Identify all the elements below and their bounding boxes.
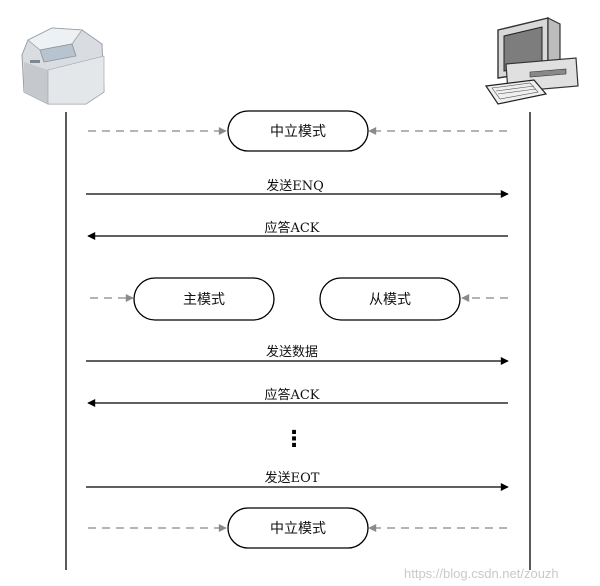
reply-ack-label-1: 应答ACK bbox=[264, 220, 319, 236]
slave-mode-box bbox=[319, 277, 461, 321]
send-eot-label: 发送EOT bbox=[265, 470, 320, 486]
master-mode-label: 主模式 bbox=[183, 292, 225, 308]
slave-mode-label: 从模式 bbox=[369, 292, 411, 308]
neutral-mode-top-box bbox=[227, 110, 369, 152]
computer-icon bbox=[484, 17, 579, 105]
send-enq-label: 发送ENQ bbox=[266, 178, 324, 194]
neutral-mode-bottom-label: 中立模式 bbox=[270, 521, 326, 537]
ellipsis-marker: ⋮ bbox=[283, 427, 305, 452]
reply-ack-label-2: 应答ACK bbox=[264, 387, 319, 403]
watermark-text: https://blog.csdn.net/zouzh bbox=[404, 566, 559, 581]
master-mode-box bbox=[133, 277, 275, 321]
neutral-mode-bottom-box bbox=[227, 507, 369, 549]
send-data-label: 发送数据 bbox=[266, 344, 318, 360]
neutral-mode-top-label: 中立模式 bbox=[270, 124, 326, 140]
analyzer-icon bbox=[21, 27, 105, 105]
